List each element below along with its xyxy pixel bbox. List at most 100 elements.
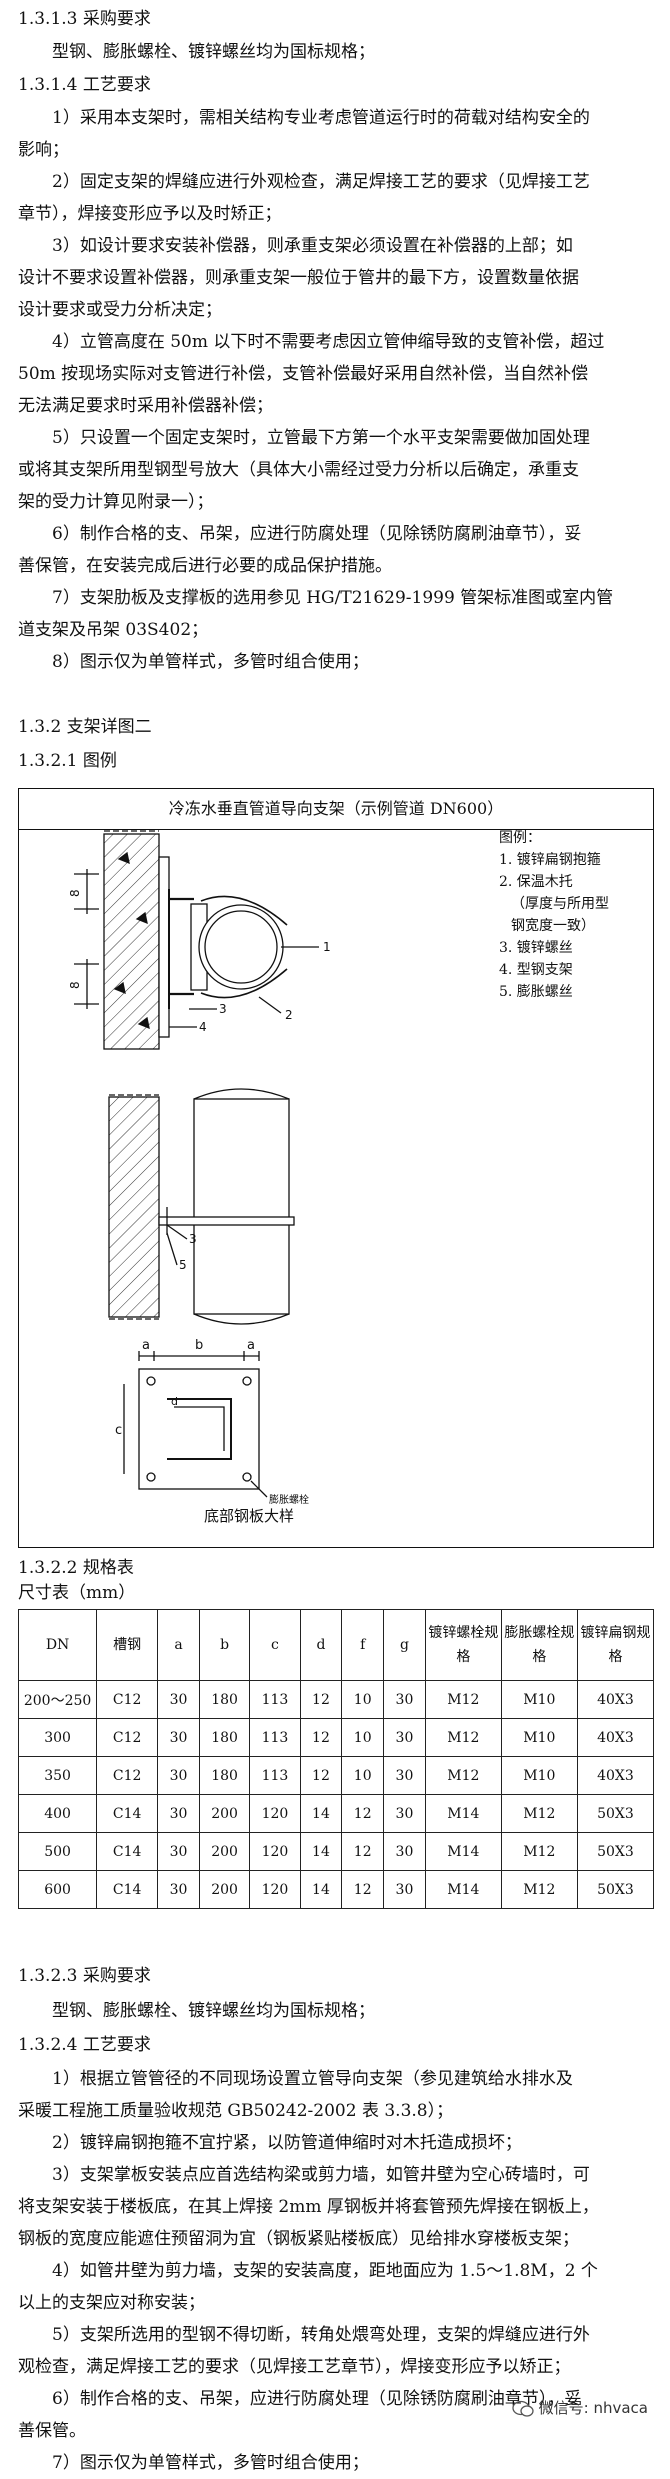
text-line: 以上的支架应对称安装； bbox=[18, 2293, 205, 2313]
table-cell: 10 bbox=[341, 1756, 385, 1795]
table-cell: 30 bbox=[383, 1832, 426, 1871]
text-line: 道支架及吊架 03S402； bbox=[18, 620, 209, 640]
callout-3: 3 bbox=[219, 1002, 227, 1016]
table-header-cell: c bbox=[249, 1609, 301, 1681]
table-cell: C14 bbox=[96, 1832, 159, 1871]
dim-left-top: 8 bbox=[68, 889, 82, 897]
table-cell: 30 bbox=[157, 1718, 200, 1757]
text-line: 50m 按现场实际对支管进行补偿，支管补偿最好采用自然补偿，当自然补偿 bbox=[18, 364, 589, 384]
text-line: 3）如设计要求安装补偿器，则承重支架必须设置在补偿器的上部；如 bbox=[52, 236, 573, 256]
table-cell: M10 bbox=[500, 1680, 578, 1719]
table-header-cell: b bbox=[198, 1609, 251, 1681]
table-cell: 12 bbox=[341, 1832, 385, 1871]
text-line: 5）只设置一个固定支架时，立管最下方第一个水平支架需要做加固处理 bbox=[52, 428, 590, 448]
table-cell: 200 bbox=[198, 1870, 251, 1909]
table-cell: 200 bbox=[198, 1794, 251, 1833]
table-cell: 12 bbox=[299, 1756, 343, 1795]
elevation-wall bbox=[108, 1094, 160, 1320]
figure-caption: 底部钢板大样 bbox=[204, 1507, 295, 1525]
table-cell: 30 bbox=[383, 1680, 426, 1719]
table-cell: 113 bbox=[249, 1680, 301, 1719]
bottom-plate: a b a d c 膨胀螺栓 bbox=[115, 1338, 309, 1506]
table-cell: 12 bbox=[299, 1718, 343, 1757]
table-cell: M10 bbox=[500, 1718, 578, 1757]
dim-c: c bbox=[115, 1423, 122, 1438]
table-cell: 12 bbox=[299, 1680, 343, 1719]
table-cell: 30 bbox=[383, 1794, 426, 1833]
table-cell: 40X3 bbox=[576, 1680, 655, 1719]
table-cell: 14 bbox=[299, 1794, 343, 1833]
table-cell: 350 bbox=[17, 1756, 98, 1795]
table-cell: 30 bbox=[383, 1870, 426, 1909]
text-line: 章节），焊接变形应予以及时矫正； bbox=[18, 204, 282, 224]
table-cell: 113 bbox=[249, 1718, 301, 1757]
table-cell: 30 bbox=[157, 1794, 200, 1833]
text-line: 5）支架所选用的型钢不得切断，转角处煨弯处理，支架的焊缝应进行外 bbox=[52, 2325, 590, 2345]
legend-item: 4. 型钢支架 bbox=[499, 962, 573, 978]
legend-item: 钢宽度一致） bbox=[511, 918, 595, 934]
text-line: 善保管，在安装完成后进行必要的成品保护措施。 bbox=[18, 556, 392, 576]
table-cell: 113 bbox=[249, 1756, 301, 1795]
callout-1: 1 bbox=[323, 940, 331, 954]
text-line: 6）制作合格的支、吊架，应进行防腐处理（见除锈防腐刷油章节），妥 bbox=[52, 524, 582, 544]
text-line: 2）镀锌扁钢抱箍不宜拧紧，以防管道伸缩时对木托造成损坏； bbox=[52, 2133, 522, 2153]
text-line: 或将其支架所用型钢型号放大（具体大小需经过受力分析以后确定，承重支 bbox=[18, 460, 579, 480]
table-cell: 30 bbox=[157, 1756, 200, 1795]
plate-note: 膨胀螺栓 bbox=[269, 1493, 309, 1506]
craft-text-2: 1）根据立管管径的不同现场设置立管导向支架（参见建筑给水排水及采暖工程施工质量验… bbox=[18, 2063, 650, 2479]
craft-text-1: 1）采用本支架时，需相关结构专业考虑管道运行时的荷载对结构安全的影响；2）固定支… bbox=[18, 102, 650, 678]
plan-wall bbox=[103, 830, 160, 1050]
wechat-icon bbox=[512, 2400, 534, 2417]
figure-frame: 冷冻水垂直管道导向支架（示例管道 DN600） 8 8 1 bbox=[18, 788, 654, 1548]
table-cell: M10 bbox=[500, 1756, 578, 1795]
table-cell: 200～250 bbox=[17, 1680, 98, 1719]
table-cell: 180 bbox=[198, 1718, 251, 1757]
table-header-cell: d bbox=[299, 1609, 343, 1681]
table-cell: C12 bbox=[96, 1680, 159, 1719]
legend-item: 5. 膨胀螺丝 bbox=[499, 984, 573, 1000]
legend-item: 2. 保温木托 bbox=[499, 874, 573, 890]
text-line: 影响； bbox=[18, 140, 69, 160]
table-header-cell: 镀锌扁钢规格 bbox=[576, 1609, 655, 1681]
table-cell: 50X3 bbox=[576, 1832, 655, 1871]
dim-a-left: a bbox=[142, 1338, 150, 1353]
table-header-cell: 镀锌螺栓规格 bbox=[424, 1609, 502, 1681]
heading-example: 1.3.2.1 图例 bbox=[18, 751, 117, 771]
heading-craft-1: 1.3.1.4 工艺要求 bbox=[18, 75, 151, 95]
table-cell: 10 bbox=[341, 1680, 385, 1719]
table-header-cell: f bbox=[341, 1609, 385, 1681]
table-cell: C12 bbox=[96, 1718, 159, 1757]
support-drawing: 8 8 1 2 3 4 3 5 bbox=[68, 830, 331, 1506]
table-cell: 300 bbox=[17, 1718, 98, 1757]
purchase-text-2: 型钢、膨胀螺栓、镀锌螺丝均为国标规格； bbox=[52, 2001, 375, 2021]
text-line: 3）支架掌板安装点应首选结构梁或剪力墙，如管井壁为空心砖墙时，可 bbox=[52, 2165, 590, 2185]
dim-left-bottom: 8 bbox=[68, 981, 82, 989]
wechat-watermark: 微信号: nhvaca bbox=[512, 2397, 648, 2418]
table-cell: M12 bbox=[500, 1870, 578, 1909]
text-line: 无法满足要求时采用补偿器补偿； bbox=[18, 396, 273, 416]
text-line: 观检查，满足焊接工艺的要求（见焊接工艺章节），焊接变形应予以矫正； bbox=[18, 2357, 571, 2377]
callout-5: 5 bbox=[179, 1258, 187, 1272]
text-line: 设计要求或受力分析决定； bbox=[18, 300, 222, 320]
text-line: 将支架安装于楼板底，在其上焊接 2mm 厚钢板并将套管预先焊接在钢板上， bbox=[18, 2197, 599, 2217]
text-line: 2）固定支架的焊缝应进行外观检查，满足焊接工艺的要求（见焊接工艺 bbox=[52, 172, 590, 192]
table-header-cell: a bbox=[157, 1609, 200, 1681]
table-cell: M12 bbox=[500, 1832, 578, 1871]
table-cell: M14 bbox=[424, 1832, 502, 1871]
table-cell: C12 bbox=[96, 1756, 159, 1795]
table-cell: 120 bbox=[249, 1832, 301, 1871]
table-cell: 120 bbox=[249, 1794, 301, 1833]
table-cell: M12 bbox=[424, 1756, 502, 1795]
text-line: 钢板的宽度应能遮住预留洞为宜（钢板紧贴楼板底）见给排水穿楼板支架； bbox=[18, 2229, 579, 2249]
table-cell: 120 bbox=[249, 1870, 301, 1909]
table-cell: M14 bbox=[424, 1870, 502, 1909]
table-cell: 50X3 bbox=[576, 1870, 655, 1909]
